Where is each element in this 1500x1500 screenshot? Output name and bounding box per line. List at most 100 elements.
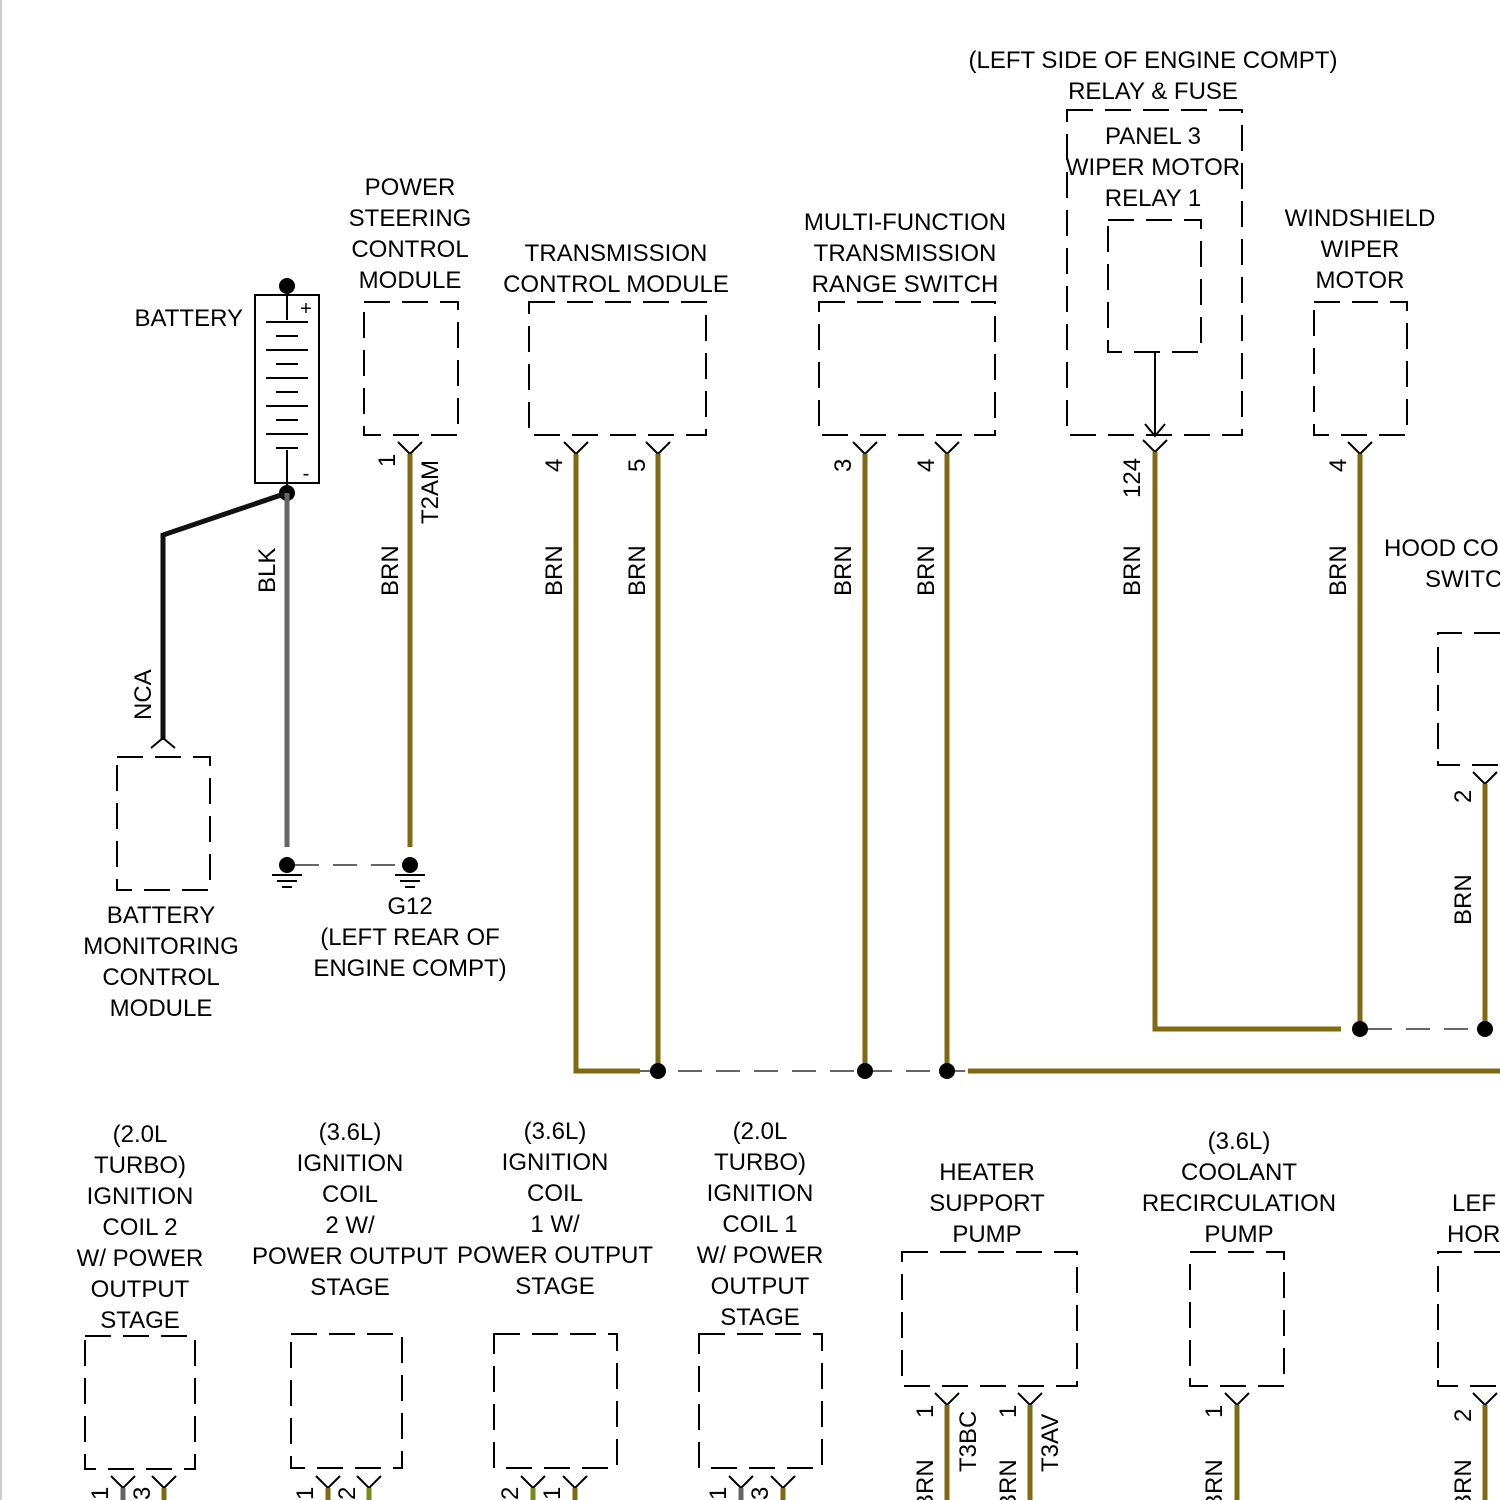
ps-label-4: MODULE	[359, 267, 462, 294]
ignition-coil-2-36l: (3.6L) IGNITION COIL 2 W/ POWER OUTPUT S…	[252, 1119, 448, 1500]
hsp-brn-a: BRN	[912, 1459, 939, 1500]
horn-brn: BRN	[1450, 1459, 1477, 1500]
coolant-recirculation-pump: (3.6L) COOLANT RECIRCULATION PUMP 1 BRN	[1142, 1128, 1336, 1500]
c236-l5: POWER OUTPUT	[252, 1243, 448, 1270]
c120-l4: COIL 1	[722, 1211, 797, 1238]
ground-node-right	[402, 857, 418, 873]
tcm-box	[529, 302, 706, 435]
crp-brn: BRN	[1201, 1459, 1228, 1500]
c120-l6: OUTPUT	[711, 1273, 810, 1300]
range-label-2: TRANSMISSION	[814, 240, 997, 267]
left-horn: LEF HOR 2 BRN	[1438, 1190, 1500, 1500]
c236-l4: 2 W/	[325, 1212, 375, 1239]
wire-relay-124	[1155, 452, 1341, 1029]
c120-l5: W/ POWER	[697, 1242, 824, 1269]
tcm-pin-4: 4	[541, 459, 568, 472]
wiper-label-1: WINDSHIELD	[1285, 205, 1436, 232]
c236-pin-2: 2	[334, 1487, 361, 1500]
splice-node-2	[857, 1063, 873, 1079]
ground-symbol-left	[272, 875, 302, 887]
hood-connector	[1473, 772, 1497, 784]
c236-l6: STAGE	[310, 1274, 390, 1301]
c120-connector-3	[771, 1476, 795, 1488]
range-pin-3: 3	[830, 459, 857, 472]
c136-l2: IGNITION	[502, 1149, 609, 1176]
c220-l7: STAGE	[100, 1307, 180, 1334]
range-wire-brn-3: BRN	[830, 545, 857, 596]
c220-l6: OUTPUT	[91, 1276, 190, 1303]
wiper-connector	[1348, 442, 1372, 454]
c136-l3: COIL	[527, 1180, 583, 1207]
ground-node-left	[279, 857, 295, 873]
hsp-t3av: T3AV	[1037, 1414, 1064, 1472]
c220-l2: TURBO)	[94, 1152, 186, 1179]
battery-minus: -	[303, 463, 310, 485]
range-label-3: RANGE SWITCH	[812, 271, 999, 298]
hsp-pin-b: 1	[995, 1405, 1022, 1418]
hood-splice	[1477, 1021, 1493, 1037]
hsp-connector-a	[935, 1393, 959, 1405]
range-connector-3	[853, 442, 877, 454]
relay-fuse-panel: (LEFT SIDE OF ENGINE COMPT) RELAY & FUSE…	[969, 47, 1341, 1029]
c120-pin-1: 1	[705, 1487, 732, 1500]
range-label-1: MULTI-FUNCTION	[804, 209, 1006, 236]
bm-label-3: CONTROL	[102, 964, 219, 991]
battery-wire-blk: BLK	[254, 548, 281, 593]
tcm-label-2: CONTROL MODULE	[503, 271, 729, 298]
crp-l3: RECIRCULATION	[1142, 1190, 1336, 1217]
ground-label-3: ENGINE COMPT)	[313, 955, 506, 982]
relay-panel-title-1: (LEFT SIDE OF ENGINE COMPT)	[969, 47, 1338, 74]
transmission-control-module: TRANSMISSION CONTROL MODULE 4 5 BRN BRN	[503, 240, 729, 1071]
c120-l3: IGNITION	[707, 1180, 814, 1207]
horn-box	[1438, 1252, 1500, 1386]
c220-pin-1: 1	[87, 1487, 114, 1500]
crp-l1: (3.6L)	[1208, 1128, 1271, 1155]
c220-pin-3: 3	[129, 1487, 156, 1500]
c120-l1: (2.0L	[733, 1118, 788, 1145]
ps-t2am: T2AM	[417, 460, 444, 524]
c236-l1: (3.6L)	[319, 1119, 382, 1146]
c136-pin-1: 1	[539, 1487, 566, 1500]
hood-box	[1438, 633, 1500, 765]
hsp-l3: PUMP	[952, 1221, 1021, 1248]
c220-l4: COIL 2	[102, 1214, 177, 1241]
bm-label-2: MONITORING	[83, 933, 239, 960]
c220-l5: W/ POWER	[77, 1245, 204, 1272]
ps-box	[364, 302, 458, 435]
horn-l1: LEF	[1452, 1190, 1496, 1217]
ps-connector	[398, 442, 422, 454]
hsp-pin-a: 1	[912, 1405, 939, 1418]
tcm-connector-5	[646, 442, 670, 454]
hsp-l2: SUPPORT	[929, 1190, 1045, 1217]
range-switch: MULTI-FUNCTION TRANSMISSION RANGE SWITCH…	[804, 209, 1006, 1071]
ground-symbol-right	[395, 875, 425, 887]
battery-monitoring-module: BATTERY MONITORING CONTROL MODULE	[83, 738, 239, 1022]
wiper-wire-brn: BRN	[1325, 545, 1352, 596]
hood-label-2: SWITC	[1425, 566, 1500, 593]
c236-l2: IGNITION	[297, 1150, 404, 1177]
battery: BATTERY + - BLK NCA	[130, 278, 319, 847]
hsp-box	[902, 1252, 1077, 1386]
c136-box	[494, 1334, 617, 1468]
hsp-brn-b: BRN	[995, 1459, 1022, 1500]
c136-l5: POWER OUTPUT	[457, 1242, 653, 1269]
c220-connector-1	[111, 1476, 135, 1488]
battery-wire-nca: NCA	[130, 669, 157, 720]
splice-node-1	[650, 1063, 666, 1079]
c236-pin-1: 1	[292, 1487, 319, 1500]
c220-box	[85, 1336, 195, 1469]
ps-pin-1: 1	[374, 454, 401, 467]
ignition-coil-1-36l: (3.6L) IGNITION COIL 1 W/ POWER OUTPUT S…	[457, 1118, 653, 1500]
hsp-connector-b	[1018, 1393, 1042, 1405]
battery-positive-node	[279, 278, 295, 294]
relay-panel-title-2: RELAY & FUSE	[1068, 78, 1238, 105]
wire-battery-nca	[163, 493, 287, 740]
c120-connector-1	[729, 1476, 753, 1488]
tcm-wire-brn-4: BRN	[541, 545, 568, 596]
relay-panel-inner-1: PANEL 3	[1105, 123, 1201, 150]
wiper-label-2: WIPER	[1321, 236, 1400, 263]
ps-label-2: STEERING	[349, 205, 472, 232]
horn-pin-2: 2	[1450, 1409, 1477, 1422]
range-pin-4: 4	[913, 459, 940, 472]
